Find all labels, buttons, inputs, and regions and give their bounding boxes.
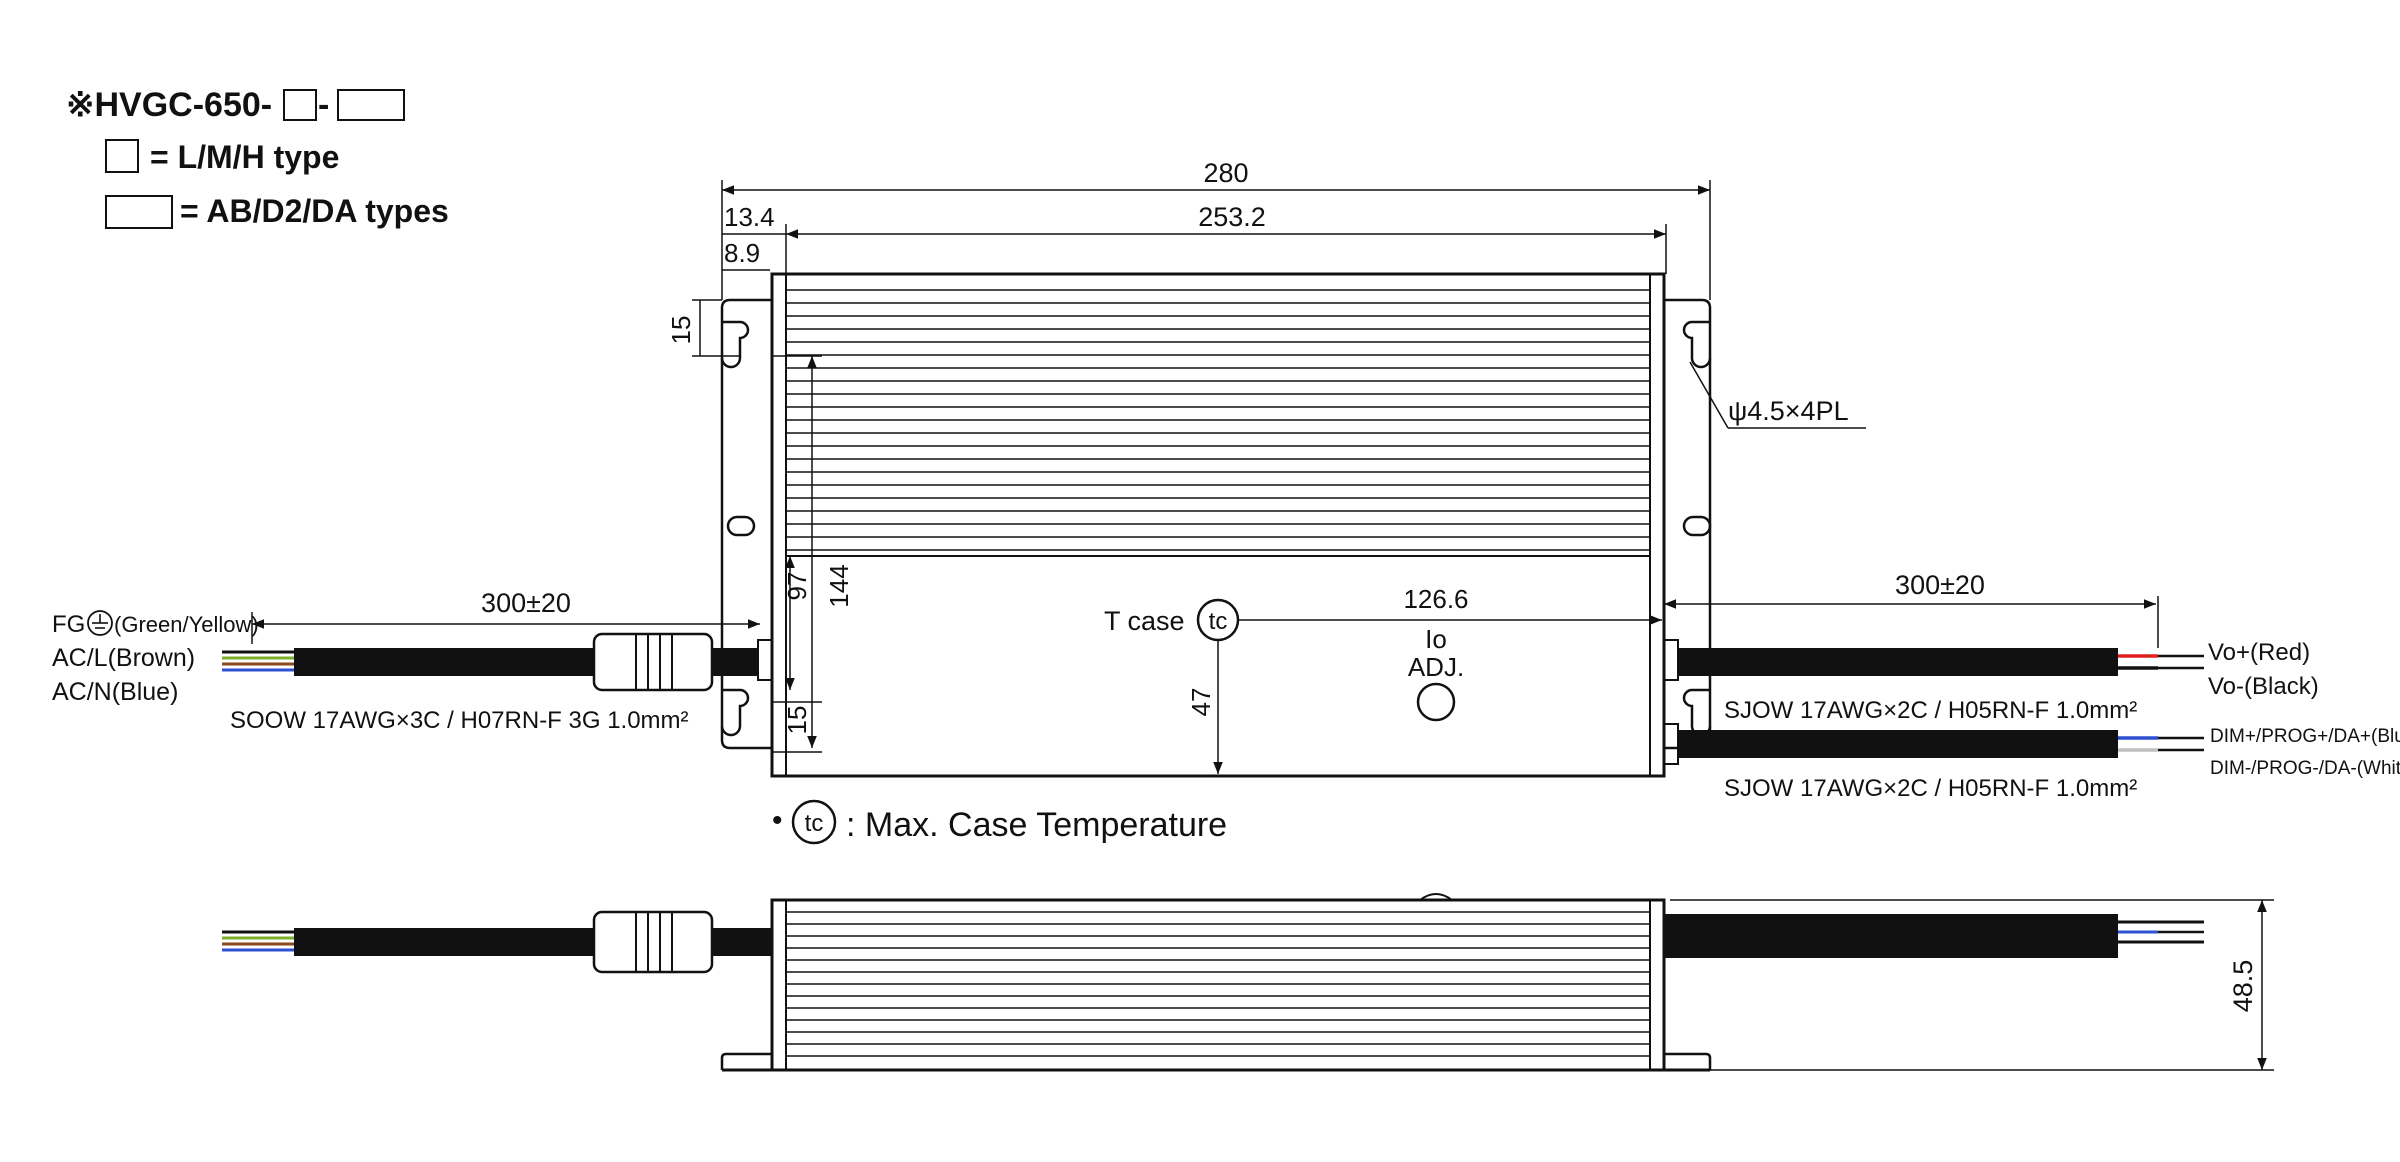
side-view: 48.5	[222, 893, 2274, 1072]
hole-leader	[1689, 361, 1729, 429]
adj-label: ADJ.	[1408, 652, 1464, 682]
side-output-jacket	[1664, 914, 2118, 958]
ground-icon	[87, 610, 113, 636]
mounting-slot-bottom-left	[720, 688, 750, 737]
type-box-wide	[337, 89, 405, 121]
output-cable-spec-2: SJOW 17AWG×2C / H05RN-F 1.0mm²	[1724, 775, 2137, 802]
input-jacket-short	[712, 648, 758, 676]
cable-right-length: 300±20	[1895, 570, 1985, 600]
dim-minus-label: DIM-/PROG-/DA-(White)	[2210, 758, 2400, 779]
tc-legend-text: tc	[805, 810, 824, 837]
dim-253: 253.2	[1198, 202, 1266, 232]
top-view: Io ADJ. T case tc 126.6 47	[720, 272, 1712, 778]
output-jacket-2	[1678, 730, 2118, 758]
dim-47: 47	[1186, 688, 1216, 717]
vo-plus-label: Vo+(Red)	[2208, 639, 2310, 666]
legend-box-wide	[105, 195, 173, 229]
mid-slot-left	[726, 515, 756, 537]
legend-lmh: = L/M/H type	[150, 139, 339, 175]
input-cable-spec: SOOW 17AWG×3C / H07RN-F 3G 1.0mm²	[230, 707, 689, 734]
cable-left-length: 300±20	[481, 588, 571, 618]
tc-legend: • tc : Max. Case Temperature	[772, 799, 1227, 845]
side-input-jacket	[294, 928, 594, 956]
bullet: •	[772, 804, 783, 837]
gland-right-top	[1663, 639, 1679, 681]
gland-right-bottom	[1663, 723, 1679, 765]
input-jacket	[294, 648, 594, 676]
left-flange	[720, 298, 772, 750]
model-legend: ※HVGC-650- - = L/M/H type = AB/D2/DA typ…	[66, 86, 449, 229]
io-label: Io	[1425, 624, 1447, 654]
side-input-connector	[592, 910, 714, 974]
hole-spec: ψ4.5×4PL	[1728, 396, 1849, 426]
io-adj-potentiometer	[1416, 682, 1456, 722]
fg-color-label: (Green/Yellow)	[114, 612, 259, 637]
mid-slot-right	[1682, 515, 1712, 537]
mounting-slot-top-right	[1682, 320, 1712, 369]
side-input-jacket-short	[712, 928, 772, 956]
output-cables-top: Vo+(Red) Vo-(Black) SJOW 17AWG×2C / H05R…	[1664, 570, 2400, 802]
side-pot-bump	[1419, 893, 1453, 901]
dim-126: 126.6	[1403, 584, 1468, 614]
dim-48-5: 48.5	[2228, 960, 2258, 1013]
model-separator: -	[318, 86, 329, 124]
dim-144: 144	[824, 564, 854, 607]
model-name: ※HVGC-650-	[66, 86, 272, 124]
dim-280: 280	[1203, 158, 1248, 188]
fg-label: FG	[52, 611, 85, 638]
mounting-slot-top-left	[720, 320, 750, 369]
dim-13-4: 13.4	[724, 202, 775, 232]
side-flange-right	[1664, 1052, 1712, 1070]
gland-left	[757, 639, 773, 681]
output-cable-spec-1: SJOW 17AWG×2C / H05RN-F 1.0mm²	[1724, 697, 2137, 724]
tc-legend-symbol	[791, 799, 837, 845]
dim-97: 97	[782, 572, 812, 601]
vo-minus-label: Vo-(Black)	[2208, 673, 2319, 700]
heatsink-fins-side	[786, 911, 1650, 1057]
side-flange-left	[720, 1052, 772, 1070]
type-box-small	[283, 89, 317, 121]
input-connector	[592, 632, 714, 692]
legend-ab-d2-da: = AB/D2/DA types	[180, 193, 449, 229]
dim-8-9: 8.9	[724, 238, 760, 268]
dim-15-bottom: 15	[782, 706, 812, 735]
case-top-view	[770, 272, 1666, 778]
dim-plus-label: DIM+/PROG+/DA+(Blue)	[2210, 726, 2400, 747]
tcase-label: T case	[1104, 606, 1185, 636]
output-jacket-1	[1678, 648, 2118, 676]
mounting-slot-bottom-right	[1682, 688, 1712, 737]
heatsink-fins-top	[786, 289, 1650, 551]
dim-15-top: 15	[666, 316, 696, 345]
tc-symbol-text: tc	[1209, 608, 1228, 635]
acn-label: AC/N(Blue)	[52, 678, 178, 706]
legend-box-small	[105, 139, 139, 173]
acl-label: AC/L(Brown)	[52, 644, 195, 672]
input-cable-top: 300±20 FG (Green/Yellow) AC/L(Brown) AC/…	[52, 588, 760, 734]
max-case-temperature-label: : Max. Case Temperature	[846, 806, 1227, 844]
dimensions-top: 280 253.2 13.4 8.9 15 144 97 15 ψ4.5×4PL	[666, 158, 1866, 753]
